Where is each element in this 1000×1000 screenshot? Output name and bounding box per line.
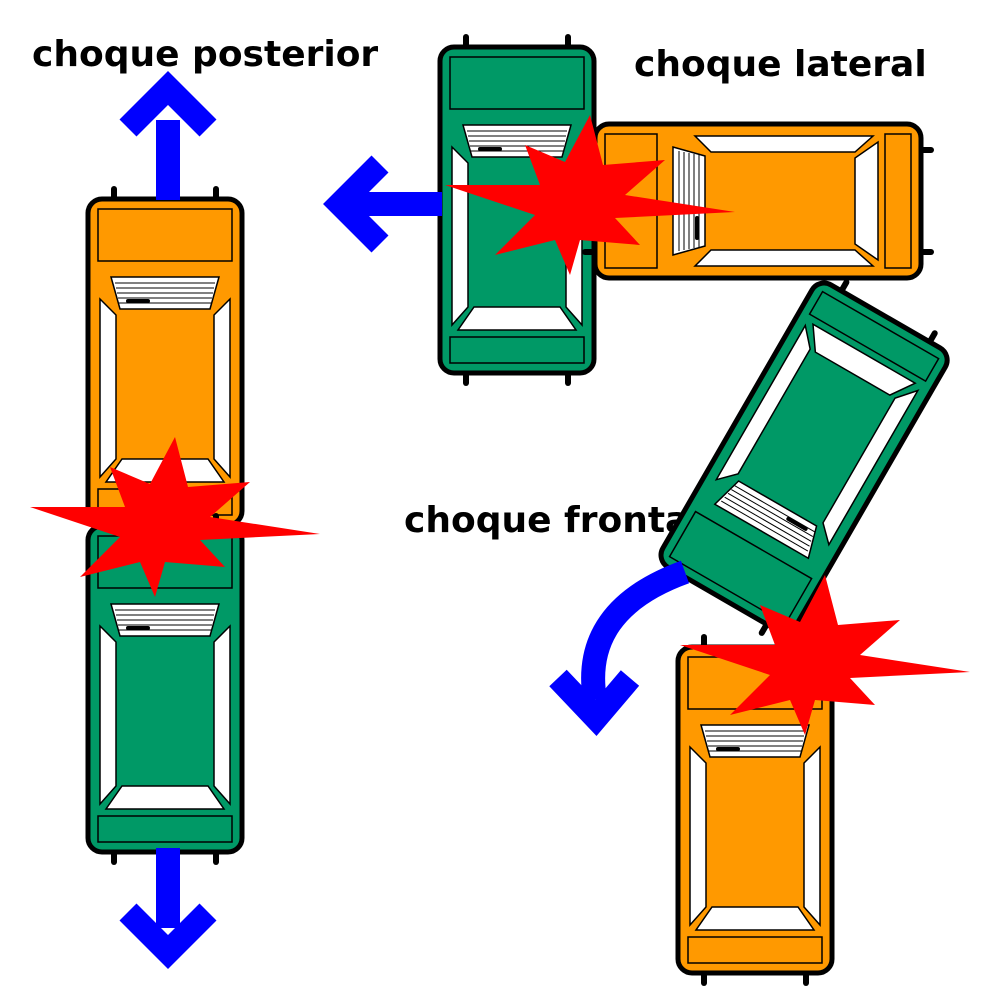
arrow-up-icon xyxy=(119,71,217,200)
rear-collision-label: choque posterior xyxy=(32,34,378,75)
frontal-collision-label: choque frontal xyxy=(404,500,702,541)
arrow-left-icon xyxy=(323,155,442,253)
arrow-down-icon xyxy=(119,848,217,969)
frontal-green-car xyxy=(651,269,957,646)
side-collision-label: choque lateral xyxy=(634,44,927,85)
curved-arrow-icon xyxy=(549,560,690,736)
